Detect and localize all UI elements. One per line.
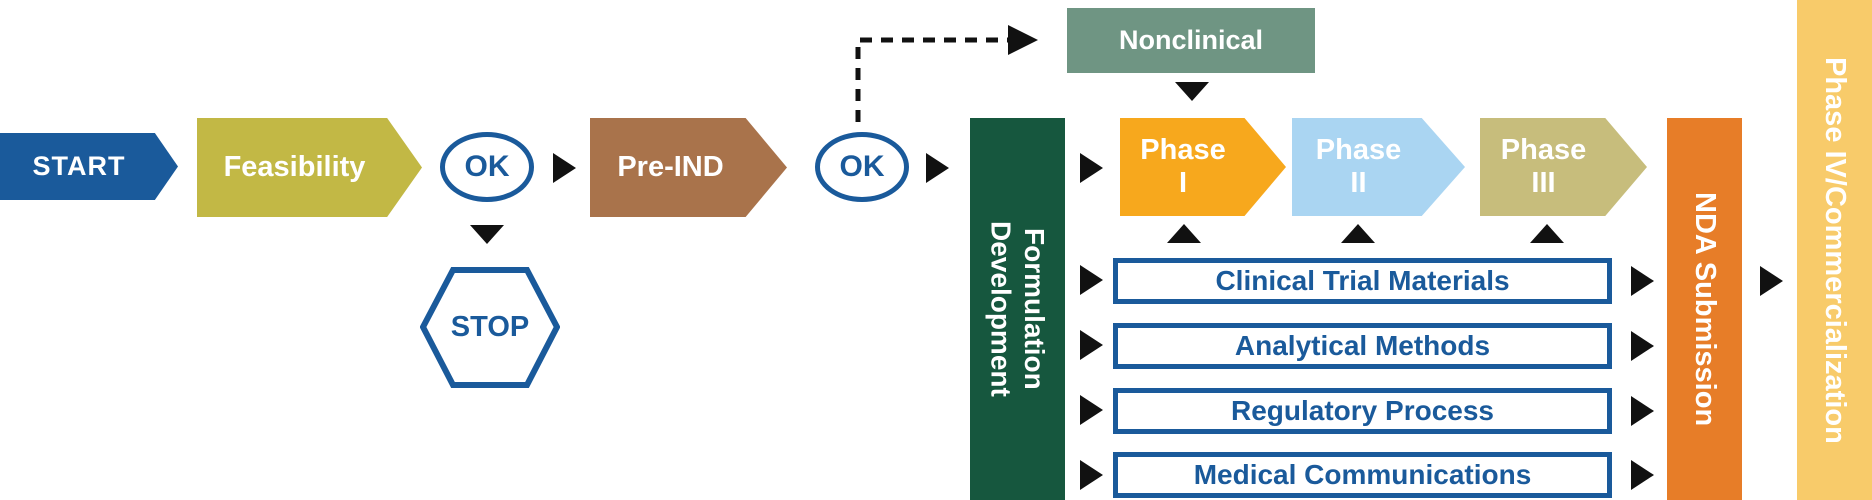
arrow-formulation-to-track3-icon <box>1080 395 1103 425</box>
track-clinical-trial-materials: Clinical Trial Materials <box>1113 258 1612 304</box>
arrow-track3-to-nda-icon <box>1631 396 1654 426</box>
phase4-commercialization-node: Phase IV/Commercialization <box>1797 0 1872 500</box>
nda-submission-node: NDA Submission <box>1667 118 1742 500</box>
arrow-down-to-stop-icon <box>470 225 504 244</box>
arrow-formulation-to-track2-icon <box>1080 330 1103 360</box>
arrow-formulation-to-phase1-icon <box>1080 153 1103 183</box>
arrow-nonclinical-to-phase1-icon <box>1175 82 1209 101</box>
dashed-arrow-to-nonclinical-icon <box>855 25 1038 122</box>
track-medical-communications: Medical Communications <box>1113 452 1612 498</box>
arrow-up-to-phase2-icon <box>1341 224 1375 243</box>
formulation-development-node: Formulation Development <box>970 118 1065 500</box>
track-regulatory-process: Regulatory Process <box>1113 388 1612 434</box>
arrow-track1-to-nda-icon <box>1631 266 1654 296</box>
arrow-formulation-to-track1-icon <box>1080 265 1103 295</box>
arrow-nda-to-phase4-icon <box>1760 266 1783 296</box>
track-analytical-methods: Analytical Methods <box>1113 323 1612 369</box>
arrow-formulation-to-track4-icon <box>1080 460 1103 490</box>
formulation-development-label: Formulation Development <box>985 221 1051 397</box>
nonclinical-node: Nonclinical <box>1067 8 1315 73</box>
arrow-up-to-phase1-icon <box>1167 224 1201 243</box>
arrow-up-to-phase3-icon <box>1530 224 1564 243</box>
stop-hexagon <box>420 267 560 388</box>
ok-decision-2: OK <box>815 132 909 202</box>
arrow-ok1-to-preind-icon <box>553 153 576 183</box>
ok-decision-1: OK <box>440 132 534 202</box>
feasibility-node: Feasibility <box>197 118 422 217</box>
pre-ind-node: Pre-IND <box>590 118 787 217</box>
arrow-track4-to-nda-icon <box>1631 460 1654 490</box>
nda-submission-label: NDA Submission <box>1688 191 1721 427</box>
arrow-track2-to-nda-icon <box>1631 331 1654 361</box>
start-node: START <box>0 133 178 200</box>
phase4-commercialization-label: Phase IV/Commercialization <box>1818 56 1851 444</box>
arrow-ok2-to-formulation-icon <box>926 153 949 183</box>
